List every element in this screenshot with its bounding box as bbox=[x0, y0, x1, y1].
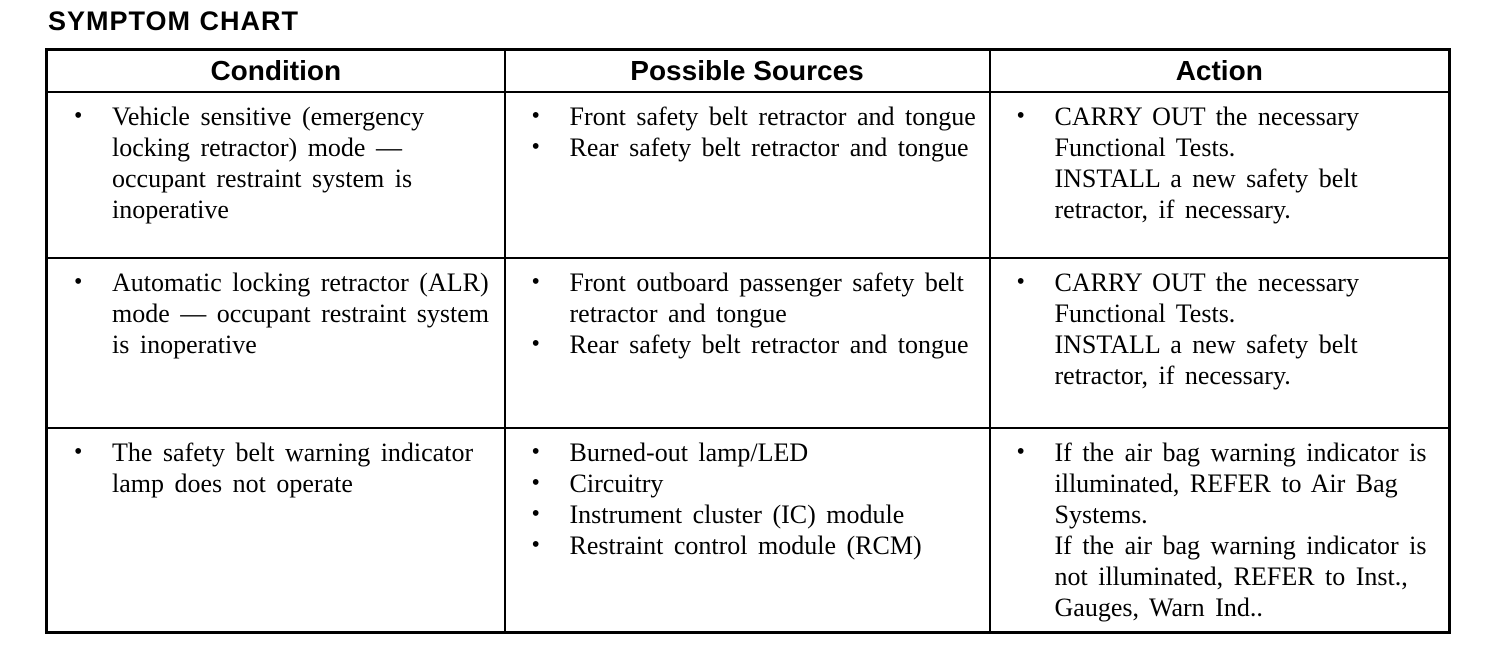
possible-sources-cell: • Burned-out lamp/LED • Circuitry • Instrumen… bbox=[503, 427, 991, 634]
bullet-line: Rear safety belt retractor and tongue bbox=[569, 133, 969, 162]
bullet-item: • Restraint control module (RCM) bbox=[506, 530, 981, 561]
bullet-item: • Automatic locking retractor (ALR) mode … bbox=[48, 267, 496, 360]
bullet-item: • Instrument cluster (IC) module bbox=[506, 499, 981, 530]
possible-sources-cell: •Front safety belt retractor and tongue•… bbox=[503, 91, 991, 259]
bullet-text: Vehicle sensitive (emergency locking ret… bbox=[112, 101, 496, 225]
bullet-item: • Rear safety belt retractor and tongue bbox=[506, 132, 981, 163]
bullet-text: Front outboard passenger safety belt ret… bbox=[570, 267, 981, 329]
bullet-line: CARRY OUT the necessary Functional Tests… bbox=[1054, 102, 1359, 162]
bullet-line: Automatic locking retractor (ALR) mode —… bbox=[112, 268, 490, 359]
action-cell: • CARRY OUT the necessary Functional Test… bbox=[988, 91, 1451, 259]
bullet-icon: • bbox=[531, 331, 540, 357]
table-row: • The safety belt warning indicator lamp … bbox=[45, 427, 1451, 634]
bullet-text: CARRY OUT the necessary Functional Tests… bbox=[1055, 101, 1441, 225]
bullet-line: Restraint control module (RCM) bbox=[569, 531, 922, 560]
bullet-line: Instrument cluster (IC) module bbox=[569, 500, 905, 529]
header-row: Condition Possible Sources Action bbox=[45, 48, 1451, 93]
bullet-line: Rear safety belt retractor and tongue bbox=[569, 330, 969, 359]
bullet-text: CARRY OUT the necessary Functional Tests… bbox=[1055, 267, 1441, 391]
bullet-item: • Circuitry bbox=[506, 468, 981, 499]
bullet-icon: • bbox=[531, 134, 540, 160]
table-row: • Vehicle sensitive (emergency locking re… bbox=[45, 91, 1451, 259]
bullet-text: Front safety belt retractor and tongue bbox=[570, 101, 981, 132]
action-cell: • CARRY OUT the necessary Functional Test… bbox=[988, 257, 1451, 429]
bullet-text: If the air bag warning indicator is illu… bbox=[1055, 437, 1441, 623]
action-cell: • If the air bag warning indicator is ill… bbox=[988, 427, 1451, 634]
bullet-text: Automatic locking retractor (ALR) mode —… bbox=[112, 267, 496, 360]
condition-cell: • Vehicle sensitive (emergency locking re… bbox=[45, 91, 506, 259]
bullet-text: Rear safety belt retractor and tongue bbox=[570, 132, 981, 163]
bullet-item: • If the air bag warning indicator is ill… bbox=[991, 437, 1441, 623]
symptom-table-body: • Vehicle sensitive (emergency locking re… bbox=[45, 91, 1451, 634]
bullet-icon: • bbox=[531, 103, 540, 129]
bullet-item: • Front safety belt retractor and tongue bbox=[506, 101, 981, 132]
bullet-line: Vehicle sensitive (emergency locking ret… bbox=[112, 102, 425, 224]
bullet-text: Instrument cluster (IC) module bbox=[570, 499, 981, 530]
possible-sources-cell: • Front outboard passenger safety belt re… bbox=[503, 257, 991, 429]
bullet-line: Circuitry bbox=[569, 469, 664, 498]
bullet-line: Front outboard passenger safety belt ret… bbox=[569, 268, 964, 328]
bullet-item: • CARRY OUT the necessary Functional Test… bbox=[991, 101, 1441, 225]
bullet-icon: • bbox=[74, 439, 83, 465]
bullet-icon: • bbox=[1016, 439, 1025, 465]
bullet-line: The safety belt warning indicator lamp d… bbox=[112, 438, 474, 498]
bullet-item: • CARRY OUT the necessary Functional Test… bbox=[991, 267, 1441, 391]
bullet-line: Burned-out lamp/LED bbox=[569, 438, 809, 467]
bullet-icon: • bbox=[531, 532, 540, 558]
page-title: SYMPTOM CHART bbox=[48, 6, 300, 36]
bullet-text: Burned-out lamp/LED bbox=[570, 437, 981, 468]
bullet-line: CARRY OUT the necessary Functional Tests… bbox=[1054, 268, 1359, 328]
bullet-item: • Burned-out lamp/LED bbox=[506, 437, 981, 468]
bullet-item: • The safety belt warning indicator lamp … bbox=[48, 437, 496, 499]
table-header: Condition Possible Sources Action bbox=[45, 48, 1451, 93]
bullet-text: Rear safety belt retractor and tongue bbox=[570, 329, 981, 360]
bullet-line: If the air bag warning indicator is not … bbox=[1054, 531, 1427, 622]
column-header-condition: Condition bbox=[45, 48, 506, 93]
bullet-line: If the air bag warning indicator is illu… bbox=[1054, 438, 1427, 529]
condition-cell: • Automatic locking retractor (ALR) mode … bbox=[45, 257, 506, 429]
symptom-chart-table: Condition Possible Sources Action • Vehic… bbox=[45, 48, 1451, 634]
bullet-icon: • bbox=[1016, 103, 1025, 129]
bullet-text: The safety belt warning indicator lamp d… bbox=[112, 437, 496, 499]
bullet-text: Restraint control module (RCM) bbox=[570, 530, 981, 561]
bullet-item: • Rear safety belt retractor and tongue bbox=[506, 329, 981, 360]
table-row: • Automatic locking retractor (ALR) mode … bbox=[45, 257, 1451, 429]
bullet-line: INSTALL a new safety belt retractor, if … bbox=[1054, 164, 1358, 224]
bullet-line: Front safety belt retractor and tongue bbox=[569, 102, 976, 131]
bullet-icon: • bbox=[531, 269, 540, 295]
bullet-icon: • bbox=[531, 470, 540, 496]
bullet-icon: • bbox=[531, 439, 540, 465]
bullet-item: • Vehicle sensitive (emergency locking re… bbox=[48, 101, 496, 225]
column-header-possible-sources: Possible Sources bbox=[503, 48, 991, 93]
bullet-icon: • bbox=[74, 269, 83, 295]
bullet-icon: • bbox=[1016, 269, 1025, 295]
bullet-icon: • bbox=[531, 501, 540, 527]
bullet-line: INSTALL a new safety belt retractor, if … bbox=[1054, 330, 1358, 390]
condition-cell: • The safety belt warning indicator lamp … bbox=[45, 427, 506, 634]
bullet-item: • Front outboard passenger safety belt re… bbox=[506, 267, 981, 329]
bullet-icon: • bbox=[74, 103, 83, 129]
bullet-text: Circuitry bbox=[570, 468, 981, 499]
column-header-action: Action bbox=[988, 48, 1451, 93]
